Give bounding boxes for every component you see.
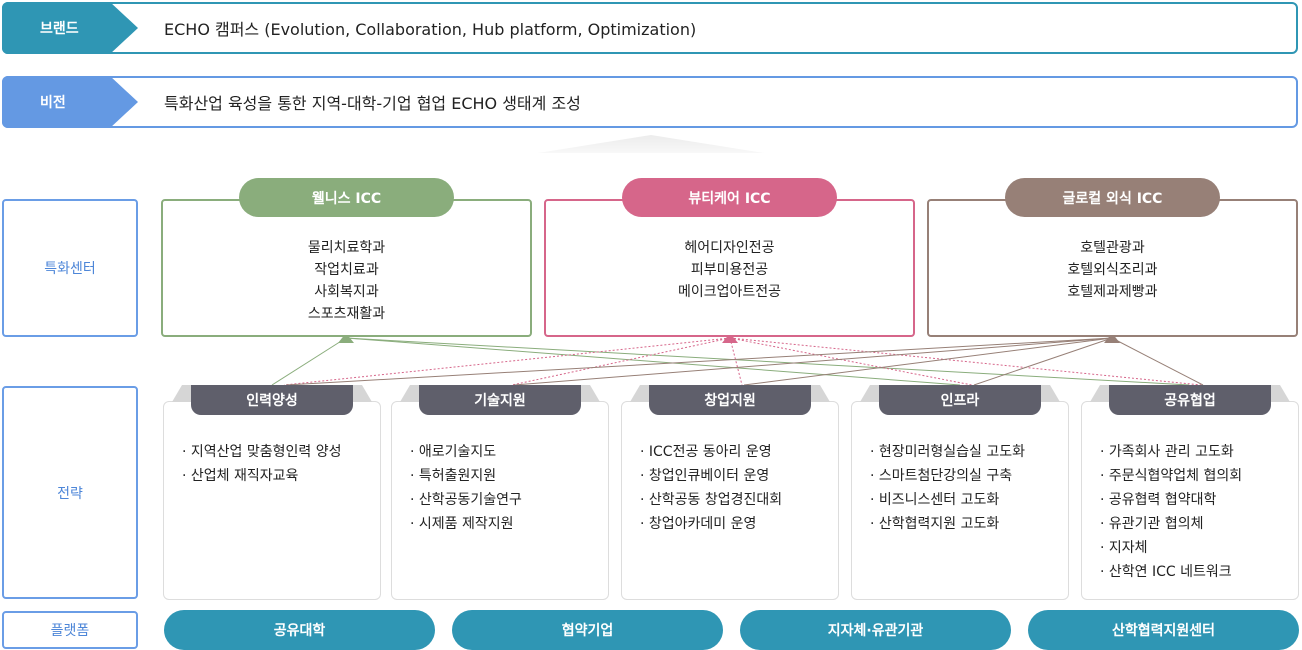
strategy-item: · 산학공동 창업경진대회 [640, 492, 783, 508]
vision-label: 비전 [2, 76, 138, 128]
beauty-link-line [729, 337, 973, 386]
wellness-link-line [345, 337, 961, 386]
vision-row: 비전 특화산업 육성을 통한 지역-대학-기업 협업 ECHO 생태계 조성 [2, 76, 1298, 128]
icc-department: 피부미용전공 [690, 262, 769, 278]
platform-button[interactable]: 지자체·유관기관 [740, 610, 1011, 650]
glocal-link-line [743, 337, 1113, 386]
strategy-item: · 산학연 ICC 네트워크 [1100, 564, 1232, 580]
side-label-centers: 특화센터 [2, 199, 138, 337]
strategy-card: · ICC전공 동아리 운영 · 창업인큐베이터 운영 · 산학공동 창업경진대회 ·… [621, 401, 839, 600]
strategy-item: · 비즈니스센터 고도화 [870, 492, 1000, 508]
strategy-item: · 산학공동기술연구 [410, 492, 522, 508]
strategy-item: · 특허출원지원 [410, 468, 497, 484]
platform-button[interactable]: 공유대학 [164, 610, 435, 650]
brand-row: 브랜드 ECHO 캠퍼스 (Evolution, Collaboration, … [2, 2, 1298, 54]
triangle-icon [338, 333, 354, 343]
icc-department: 호텔외식조리과 [1067, 262, 1158, 278]
strategy-item: · 공유협력 협약대학 [1100, 492, 1217, 508]
wellness-link-line [345, 337, 1190, 386]
wellness-link-line [271, 337, 347, 386]
glocal-link-line [973, 337, 1113, 386]
strategy-title: 창업지원 [649, 385, 811, 415]
icc-department: 호텔관광과 [1080, 240, 1145, 256]
side-label-strategy: 전략 [2, 386, 138, 599]
icc-title-glocal: 글로컬 외식 ICC [1005, 178, 1220, 217]
strategy-card: · 지역산업 맞춤형인력 양성 · 산업체 재직자교육 [163, 401, 381, 600]
strategy-item: · 애로기술지도 [410, 444, 497, 460]
strategy-item: · 창업아카데미 운영 [640, 516, 757, 532]
icc-department: 헤어디자인전공 [684, 240, 775, 256]
icc-department: 물리치료학과 [307, 240, 386, 256]
side-label-platform: 플랫폼 [2, 611, 138, 649]
triangle-icon [722, 333, 738, 343]
triangle-icon [1104, 333, 1120, 343]
glocal-link-line [513, 337, 1113, 386]
strategy-title: 인력양성 [191, 385, 353, 415]
strategy-item: · 산업체 재직자교육 [182, 468, 299, 484]
beauty-link-line [729, 337, 743, 386]
strategy-item: · 스마트첨단강의실 구축 [870, 468, 1013, 484]
strategy-item: · ICC전공 동아리 운영 [640, 444, 772, 460]
strategy-card: · 가족회사 관리 고도화 · 주문식협약업체 협의회 · 공유협력 협약대학 · 유… [1081, 401, 1299, 600]
strategy-title: 인프라 [879, 385, 1041, 415]
icc-department: 스포츠재활과 [307, 306, 386, 322]
strategy-card: · 현장미러형실습실 고도화 · 스마트첨단강의실 구축 · 비즈니스센터 고도화 ·… [851, 401, 1069, 600]
icc-department: 호텔제과제빵과 [1067, 284, 1158, 300]
strategy-title: 공유협업 [1109, 385, 1271, 415]
strategy-item: · 시제품 제작지원 [410, 516, 514, 532]
beauty-link-line [283, 337, 731, 386]
icc-department: 메이크업아트전공 [677, 284, 782, 300]
beauty-link-line [729, 337, 1202, 386]
strategy-card: · 애로기술지도 · 특허출원지원 · 산학공동기술연구 · 시제품 제작지원 [391, 401, 609, 600]
glocal-link-line [285, 337, 1113, 386]
strategy-item: · 유관기관 협의체 [1100, 516, 1204, 532]
strategy-item: · 주문식협약업체 협의회 [1100, 468, 1243, 484]
strategy-title: 기술지원 [419, 385, 581, 415]
platform-button[interactable]: 협약기업 [452, 610, 723, 650]
strategy-item: · 지역산업 맞춤형인력 양성 [182, 444, 342, 460]
platform-button[interactable]: 산학협력지원센터 [1028, 610, 1299, 650]
icc-department: 사회복지과 [314, 284, 379, 300]
brand-text: ECHO 캠퍼스 (Evolution, Collaboration, Hub … [164, 20, 697, 39]
strategy-item: · 창업인큐베이터 운영 [640, 468, 770, 484]
strategy-item: · 산학협력지원 고도화 [870, 516, 1000, 532]
strategy-item: · 현장미러형실습실 고도화 [870, 444, 1026, 460]
icc-title-beauty: 뷰티케어 ICC [622, 178, 837, 217]
icc-title-wellness: 웰니스 ICC [239, 178, 454, 217]
strategy-item: · 가족회사 관리 고도화 [1100, 444, 1234, 460]
strategy-item: · 지자체 [1100, 540, 1148, 556]
icc-department: 작업치료과 [314, 262, 379, 278]
vision-text: 특화산업 육성을 통한 지역-대학-기업 협업 ECHO 생태계 조성 [164, 94, 581, 113]
glocal-link-line [1111, 337, 1204, 386]
beauty-link-line [511, 337, 731, 386]
brand-label: 브랜드 [2, 2, 138, 54]
